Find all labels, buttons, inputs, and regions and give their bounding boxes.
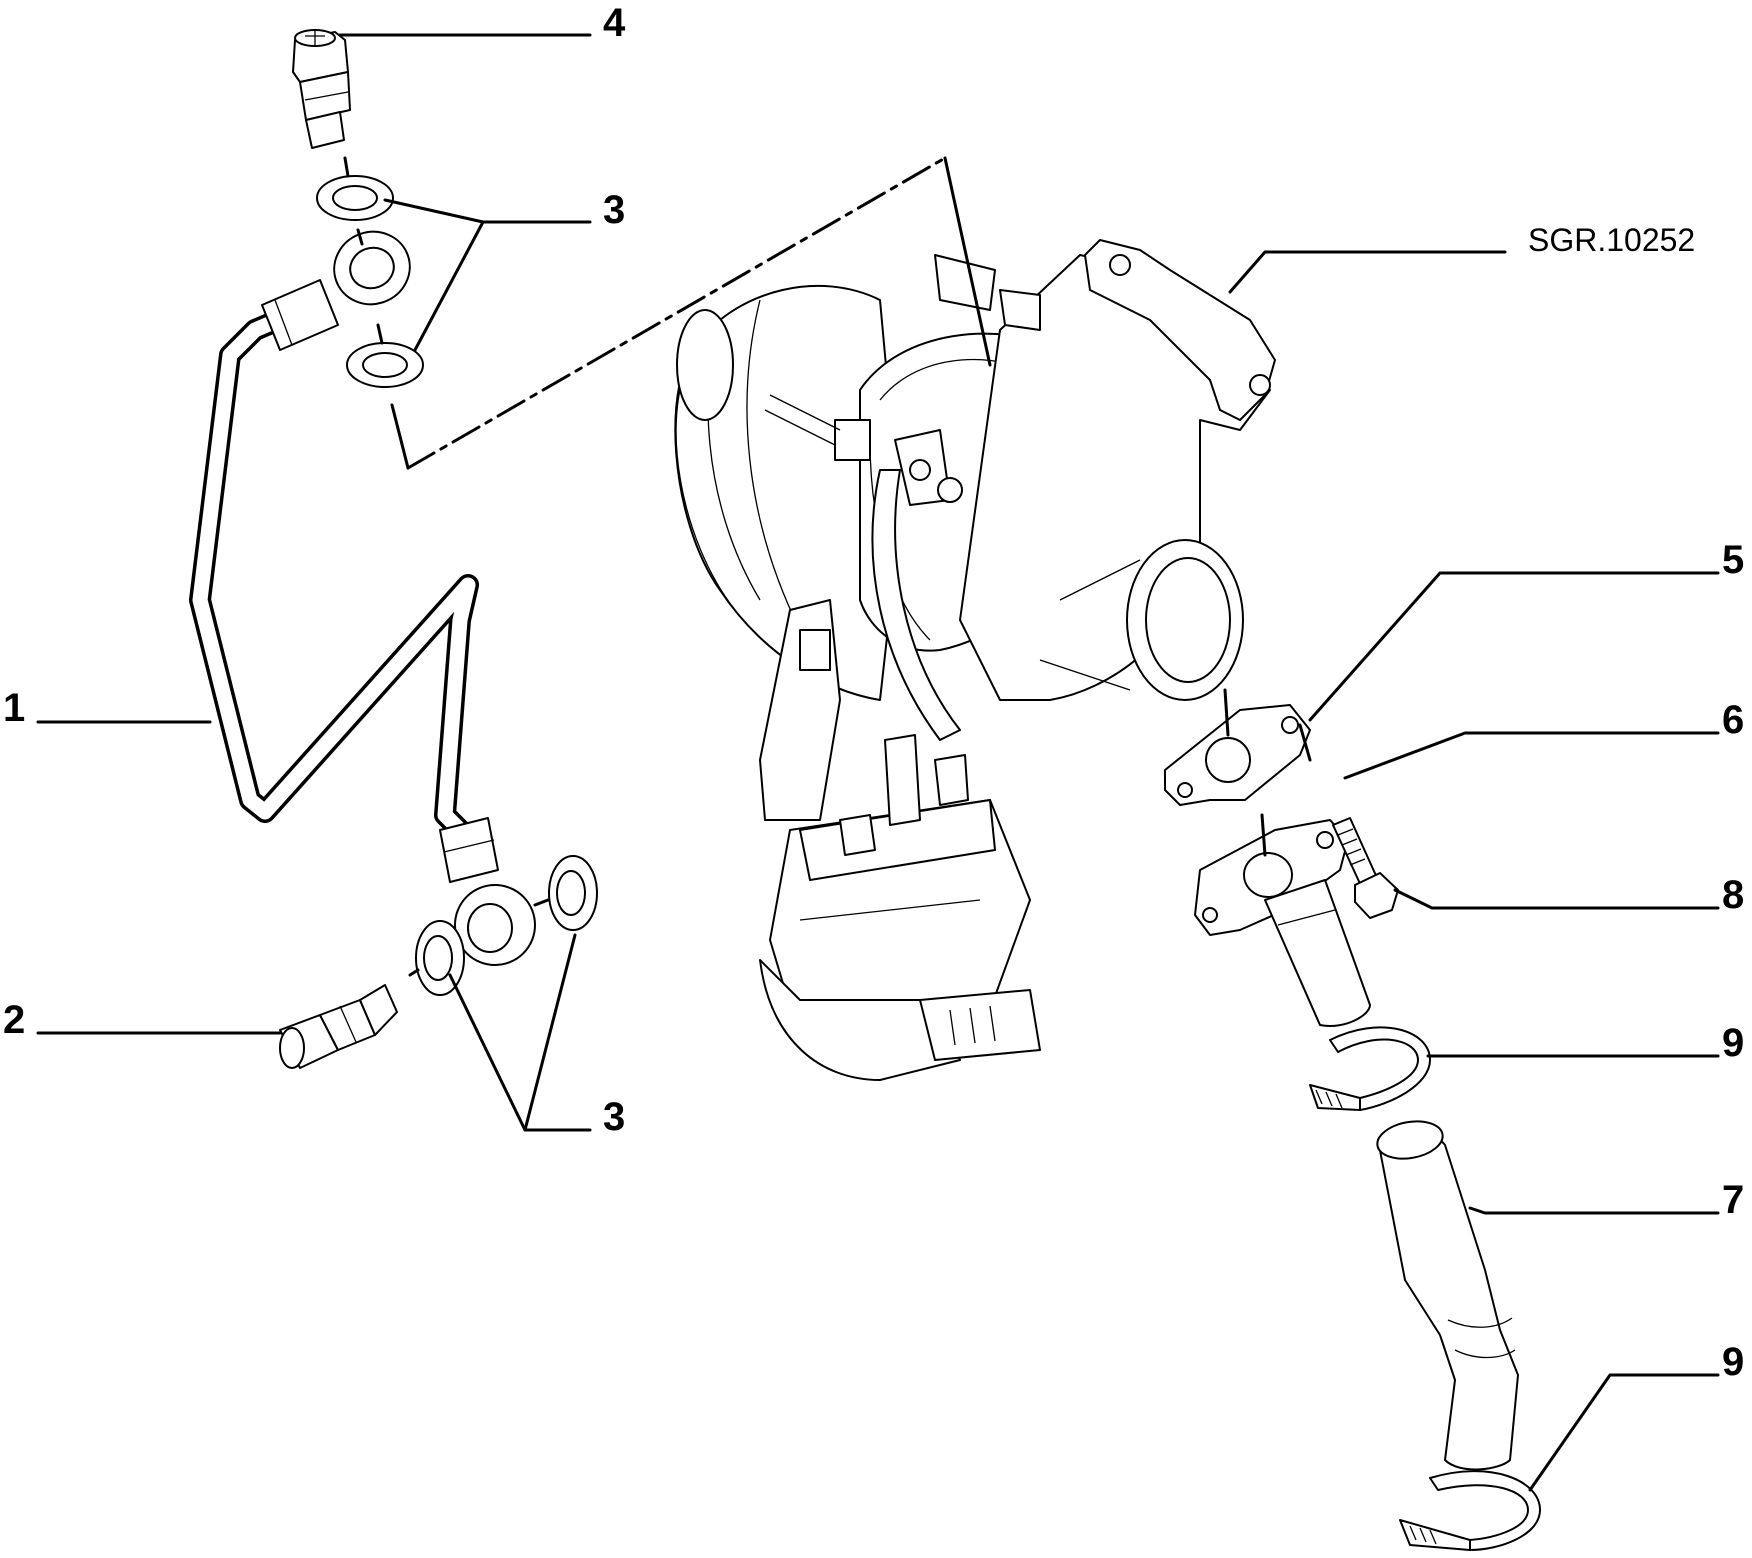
callout-8: 8 bbox=[1722, 873, 1745, 917]
oil-return-hose bbox=[1376, 1120, 1519, 1471]
callout-7: 7 bbox=[1722, 1178, 1745, 1222]
hose-clamp-lower bbox=[1399, 1470, 1541, 1551]
leader-lines bbox=[36, 33, 1720, 1492]
turbocharger-assembly bbox=[674, 239, 1276, 1081]
callout-6: 6 bbox=[1722, 698, 1745, 742]
banjo-bolt-lower bbox=[279, 984, 398, 1069]
hose-clamp-upper bbox=[1309, 1026, 1431, 1111]
turbo-leader-line bbox=[943, 156, 992, 367]
flange-bolt bbox=[1332, 817, 1399, 919]
callout-5: 5 bbox=[1722, 538, 1745, 582]
compressor-inlet bbox=[676, 309, 734, 421]
callout-9-upper: 9 bbox=[1722, 1021, 1745, 1065]
v-band-clamp bbox=[871, 469, 961, 741]
gasket bbox=[1164, 688, 1312, 806]
callout-9-lower: 9 bbox=[1722, 1340, 1745, 1384]
callout-3-upper: 3 bbox=[603, 188, 626, 232]
oil-feed-pipe bbox=[189, 230, 536, 966]
dashed-reference-line bbox=[406, 156, 947, 470]
banjo-bolt-upper bbox=[292, 29, 351, 149]
turbine-inlet-flange bbox=[1084, 239, 1276, 421]
callout-4: 4 bbox=[603, 1, 626, 45]
oil-return-flange bbox=[1194, 813, 1371, 1027]
callout-1: 1 bbox=[3, 686, 26, 730]
dashed-reference-tick bbox=[390, 403, 410, 470]
sealing-washers-upper bbox=[316, 156, 424, 388]
callout-2: 2 bbox=[3, 998, 26, 1042]
actuator-connector bbox=[919, 989, 1041, 1061]
drawing-reference: SGR.10252 bbox=[1528, 222, 1696, 258]
callout-3-lower: 3 bbox=[603, 1095, 626, 1139]
